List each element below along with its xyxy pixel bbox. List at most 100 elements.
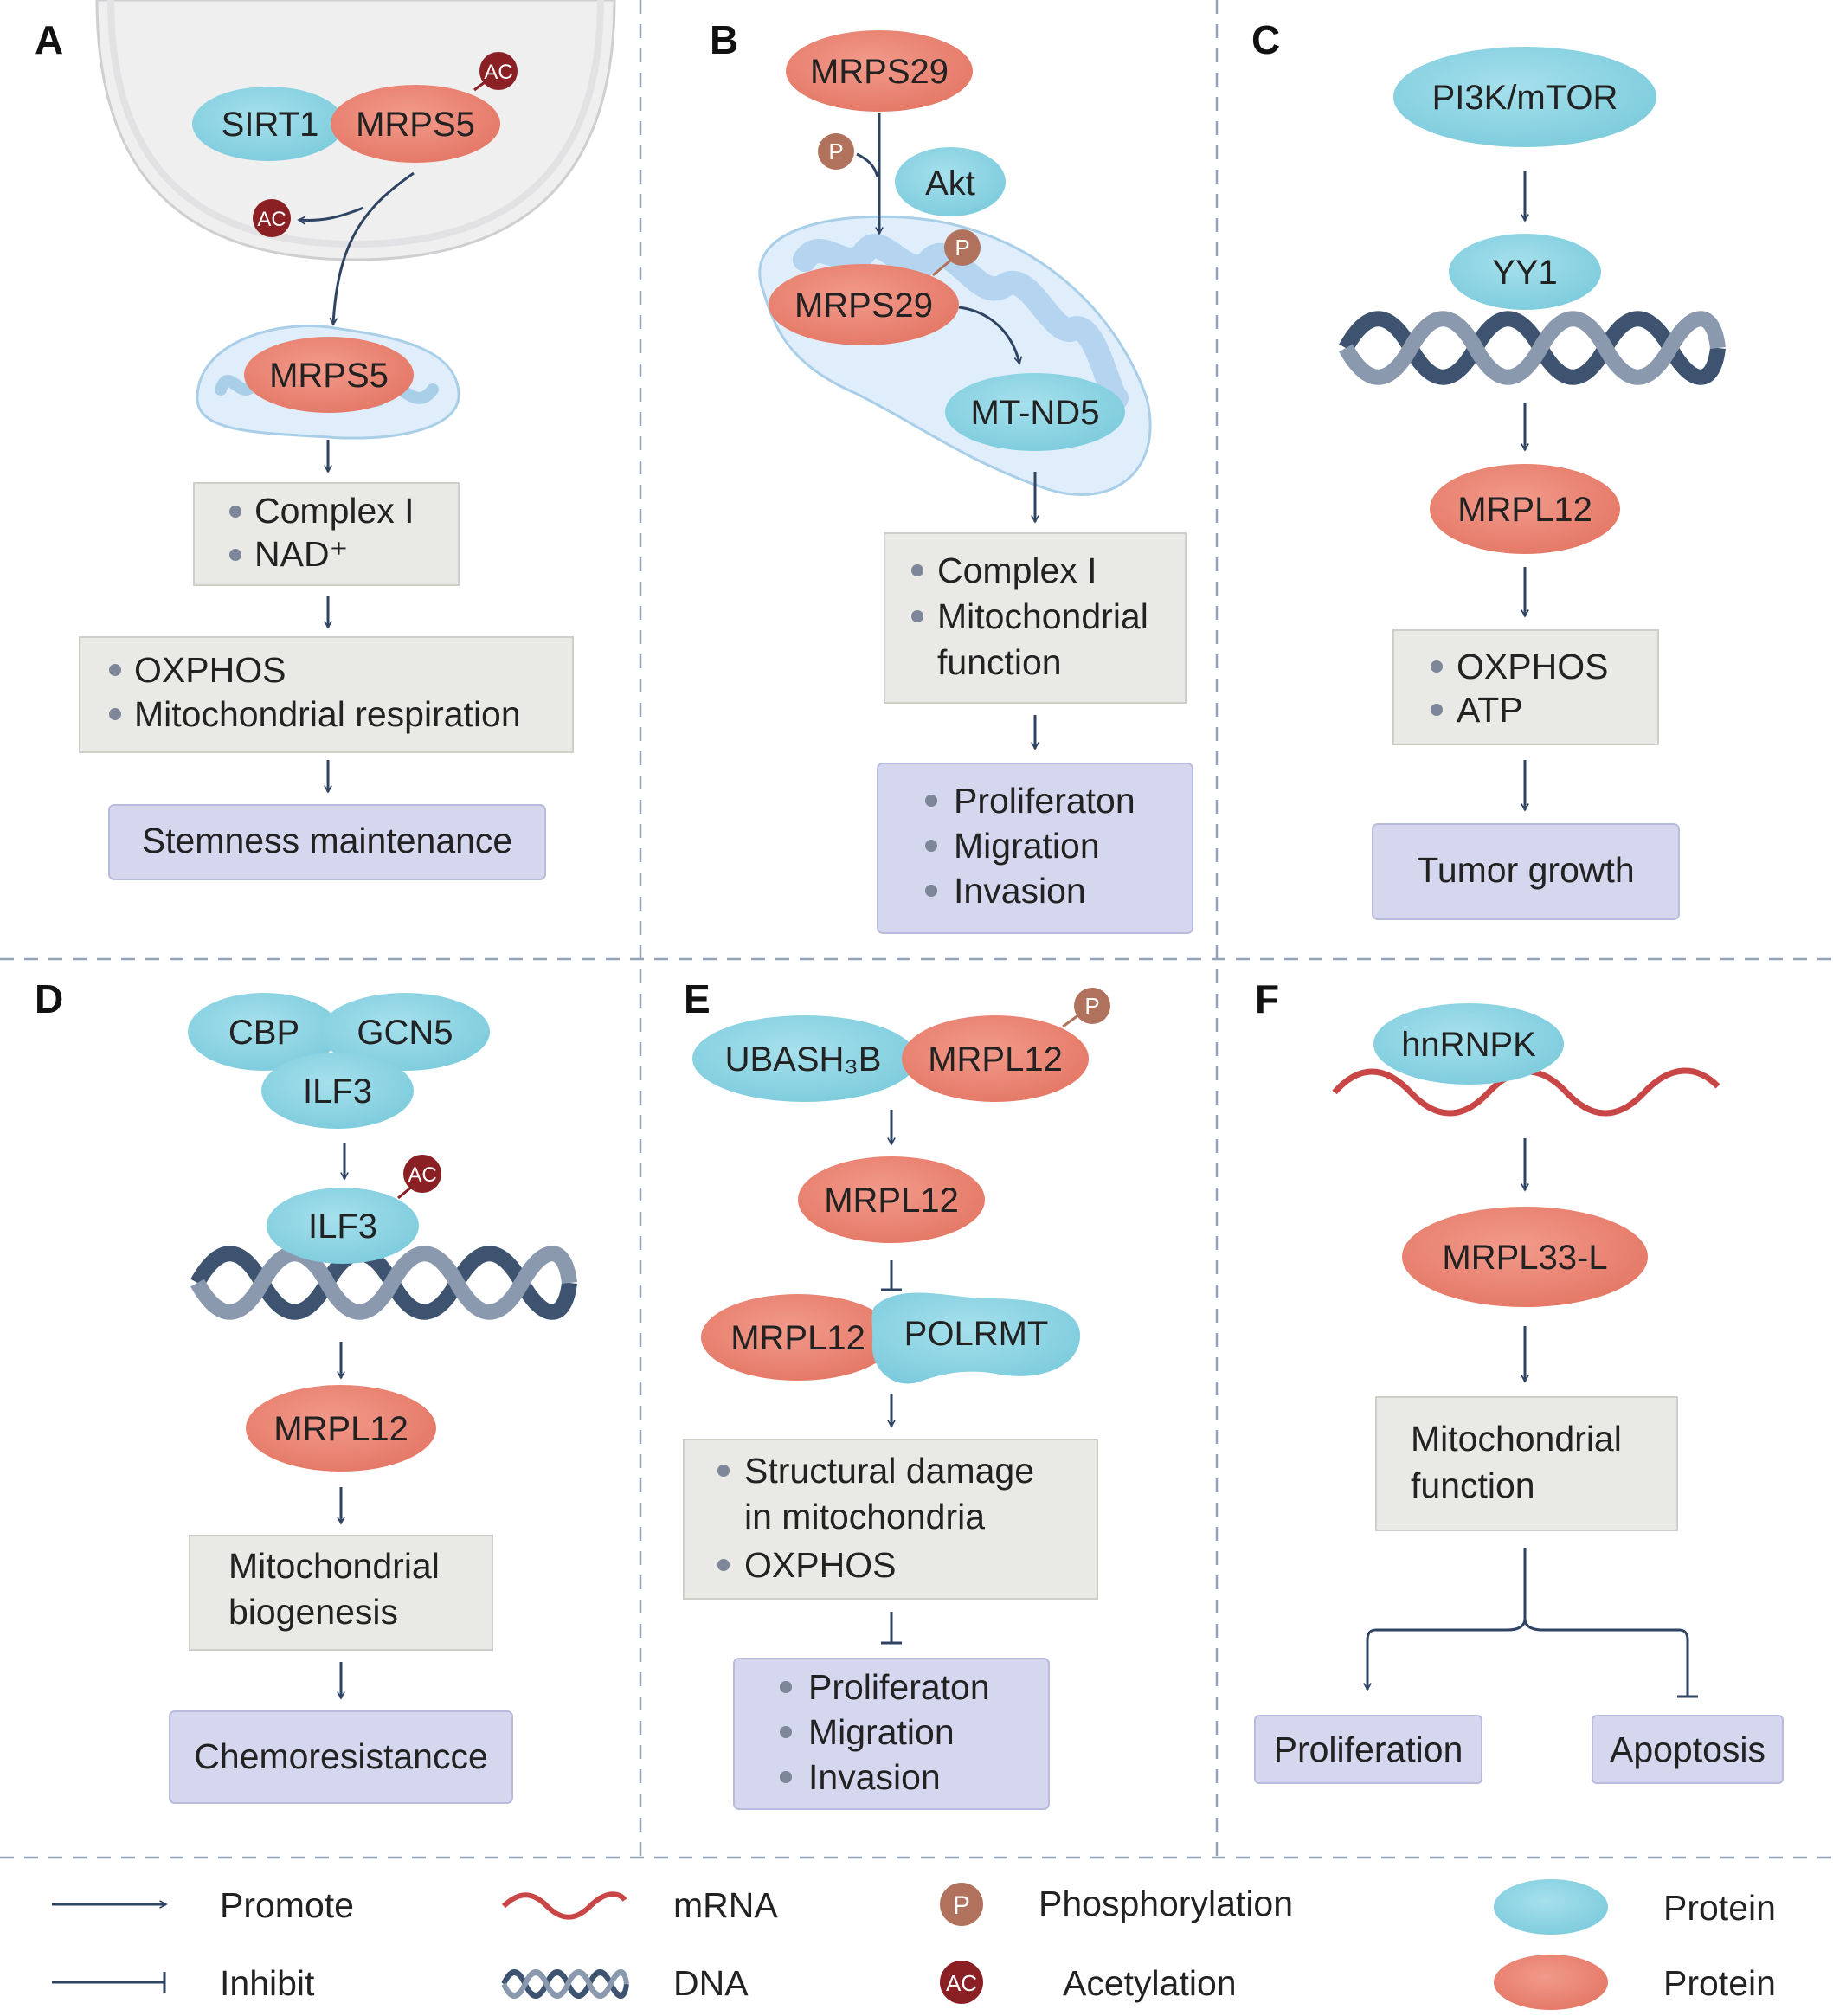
phosphorylation-icon bbox=[818, 133, 854, 170]
mrpl12-protein bbox=[798, 1156, 985, 1243]
protein-label: MRPL33-L bbox=[1442, 1239, 1607, 1277]
polrmt-protein bbox=[871, 1292, 1081, 1384]
mrps5-protein bbox=[331, 85, 500, 163]
legend-label: Phosphorylation bbox=[1039, 1884, 1293, 1923]
panel-letter: A bbox=[35, 17, 63, 62]
outcome-item: Migration bbox=[954, 826, 1100, 866]
phosphorylation-icon bbox=[940, 1883, 983, 1926]
effect-box bbox=[683, 1439, 1098, 1600]
outcome-box bbox=[733, 1658, 1050, 1810]
panel-letter: E bbox=[684, 976, 711, 1021]
protein-red-icon bbox=[1494, 1955, 1608, 2010]
mrpl12-protein bbox=[1430, 464, 1620, 554]
mrpl12-protein bbox=[246, 1385, 436, 1472]
protein-label: UBASH₃B bbox=[725, 1040, 882, 1079]
box-item: in mitochondria bbox=[744, 1497, 985, 1536]
protein-label: POLRMT bbox=[904, 1315, 1049, 1353]
box-item: function bbox=[937, 642, 1062, 682]
box-item: OXPHOS bbox=[1457, 647, 1608, 686]
box-item: OXPHOS bbox=[134, 650, 286, 690]
svg-text:AC: AC bbox=[484, 61, 512, 84]
protein-label: MRPS29 bbox=[794, 287, 933, 325]
effect-box bbox=[1375, 1396, 1678, 1531]
panel-letter: B bbox=[710, 17, 738, 62]
arrow bbox=[299, 206, 364, 220]
protein-label: hnRNPK bbox=[1401, 1026, 1536, 1064]
acetylation-icon bbox=[479, 52, 518, 90]
protein-label: MRPL12 bbox=[928, 1040, 1063, 1079]
panel-letter: D bbox=[35, 976, 63, 1021]
outcome-box bbox=[877, 763, 1193, 934]
sirt1-protein bbox=[192, 87, 344, 161]
panel-b: B MRPS29 P Akt MRPS29 P MT-ND5 Complex I… bbox=[710, 17, 1193, 934]
svg-text:P: P bbox=[953, 1891, 970, 1920]
mtnd5-protein bbox=[945, 373, 1125, 451]
outcome-item: Migration bbox=[808, 1712, 955, 1752]
box-item: ATP bbox=[1457, 690, 1523, 730]
box-item: Mitochondrial bbox=[937, 596, 1148, 636]
panel-c: C PI3K/mTOR YY1 MRPL12 OXPHOS ATP Tumor … bbox=[1251, 17, 1718, 920]
protein-label: YY1 bbox=[1492, 254, 1558, 292]
phosphorylation-icon bbox=[944, 229, 981, 266]
cbp-protein bbox=[188, 993, 340, 1071]
mrna-icon bbox=[501, 1891, 627, 1920]
acetylation-icon bbox=[253, 199, 291, 237]
phosphorylation-icon bbox=[1074, 988, 1110, 1024]
ilf3-protein bbox=[267, 1188, 419, 1264]
svg-text:P: P bbox=[955, 235, 969, 261]
outcome-item: Proliferaton bbox=[954, 781, 1135, 821]
outcome-box bbox=[1372, 823, 1680, 920]
acetylation-icon bbox=[940, 1961, 983, 2004]
panel-dividers bbox=[0, 0, 1833, 1859]
box-item: Structural damage bbox=[744, 1451, 1034, 1491]
outcome-box bbox=[169, 1710, 513, 1804]
dna-icon bbox=[504, 1973, 627, 1996]
legend-label: Acetylation bbox=[1063, 1963, 1237, 2003]
panel-letter: C bbox=[1251, 17, 1280, 62]
outcome-label: Chemoresistancce bbox=[194, 1736, 488, 1776]
protein-label: MRPS29 bbox=[810, 53, 949, 91]
panel-e: E UBASH₃B MRPL12 P MRPL12 MRPL12 POLRMT … bbox=[683, 976, 1110, 1810]
legend-label: Protein bbox=[1663, 1963, 1776, 2003]
outcome-item: Invasion bbox=[954, 871, 1086, 911]
mrps29-protein bbox=[769, 264, 959, 345]
box-item: NAD⁺ bbox=[254, 534, 348, 574]
arrow bbox=[1367, 1548, 1527, 1690]
legend-label: Protein bbox=[1663, 1888, 1776, 1928]
protein-label: MRPL12 bbox=[1457, 491, 1592, 529]
gcn5-protein bbox=[320, 993, 490, 1071]
effect-box bbox=[79, 636, 574, 753]
outcome-item: Proliferaton bbox=[808, 1667, 990, 1707]
outcome-box bbox=[108, 804, 546, 880]
protein-label: GCN5 bbox=[357, 1014, 453, 1052]
outcome-box bbox=[1254, 1715, 1482, 1784]
dna-helix bbox=[197, 1253, 569, 1312]
protein-label: ILF3 bbox=[308, 1208, 377, 1246]
ubash3b-protein bbox=[692, 1015, 917, 1102]
protein-label: PI3K/mTOR bbox=[1432, 79, 1618, 117]
protein-blue-icon bbox=[1494, 1879, 1608, 1935]
box-item: OXPHOS bbox=[744, 1545, 896, 1585]
legend-label: Promote bbox=[220, 1885, 354, 1925]
mrpl12-protein bbox=[701, 1294, 895, 1381]
svg-text:P: P bbox=[828, 138, 843, 164]
panel-f: F hnRNPK MRPL33-L Mitochondrial function… bbox=[1254, 976, 1784, 1784]
svg-text:AC: AC bbox=[408, 1163, 436, 1187]
outcome-label: Apoptosis bbox=[1610, 1729, 1765, 1769]
yy1-protein bbox=[1449, 234, 1601, 310]
effect-box bbox=[884, 532, 1187, 704]
mrpl33-l-protein bbox=[1402, 1207, 1648, 1307]
protein-label: MRPS5 bbox=[269, 357, 389, 395]
svg-text:AC: AC bbox=[257, 208, 286, 231]
mrps5-protein bbox=[244, 337, 414, 413]
box-item: function bbox=[1411, 1465, 1535, 1505]
mrna-strand bbox=[1332, 1067, 1720, 1117]
pi3k-mtor-protein bbox=[1393, 47, 1656, 147]
box-item: Mitochondrial bbox=[228, 1546, 440, 1586]
legend-label: Inhibit bbox=[220, 1963, 315, 2003]
box-item: Mitochondrial respiration bbox=[134, 694, 521, 734]
protein-label: MRPL12 bbox=[273, 1410, 408, 1448]
protein-label: MRPS5 bbox=[356, 106, 475, 144]
